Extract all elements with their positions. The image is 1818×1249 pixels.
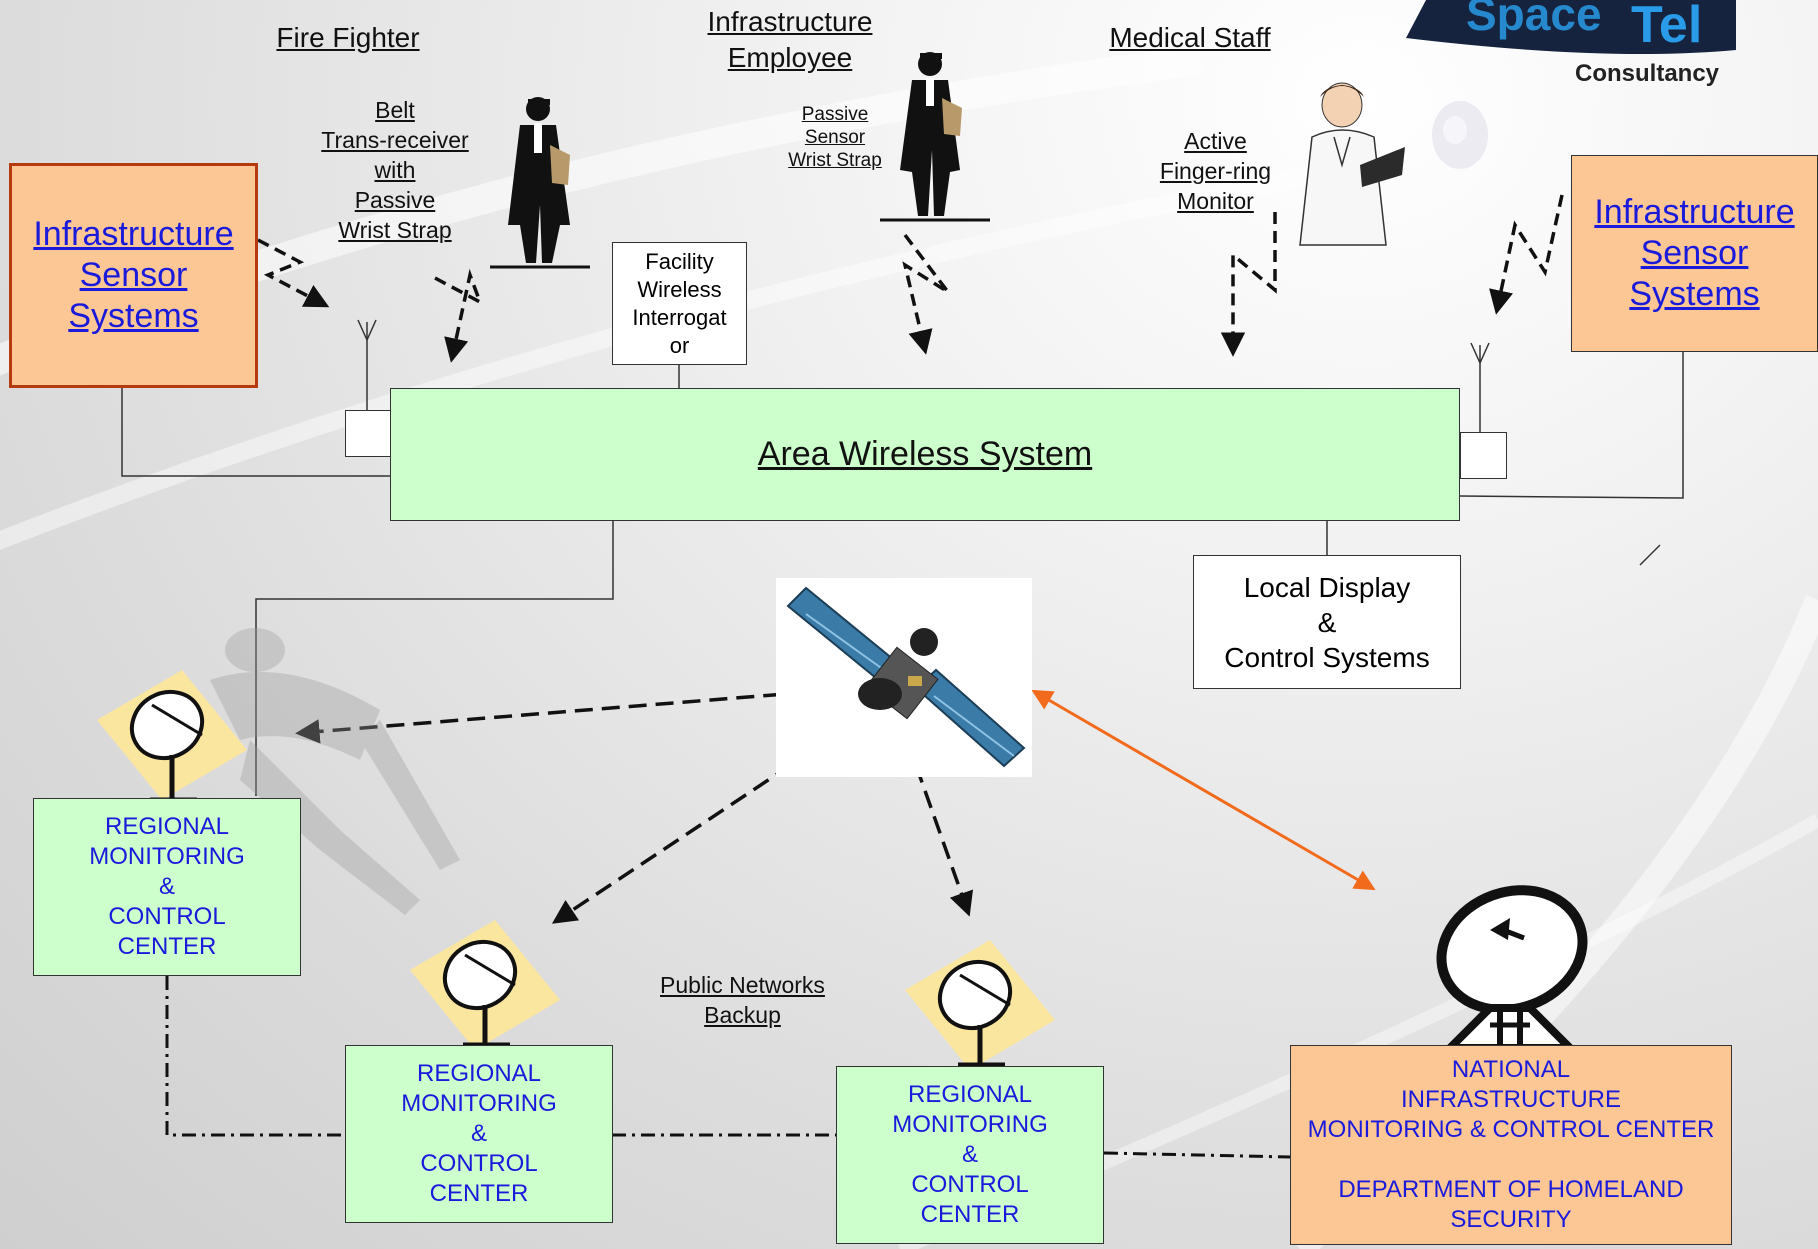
satellite-dish-icon-region-1 bbox=[97, 670, 247, 803]
radar-dish-icon bbox=[1436, 885, 1588, 1050]
port-box-right bbox=[1460, 432, 1507, 479]
wireless-link-left-sensor bbox=[257, 238, 330, 308]
doctor-figure-icon bbox=[1299, 82, 1405, 246]
wireless-link-employee bbox=[902, 233, 950, 355]
sensor-right-line-2[interactable]: Sensor bbox=[1640, 234, 1749, 272]
device-belt-line: Trans-receiver bbox=[321, 127, 469, 153]
backbone-link-1 bbox=[165, 976, 345, 1137]
device-passive-line: Wrist Strap bbox=[788, 150, 882, 171]
device-active-line: Active bbox=[1184, 128, 1247, 154]
sat-link-national bbox=[1031, 689, 1376, 891]
national-monitoring-center: NATIONAL INFRASTRUCTURE MONITORING & CON… bbox=[1290, 1045, 1732, 1245]
device-passive-line: Sensor bbox=[804, 127, 866, 148]
regional-center-2: REGIONAL MONITORING & CONTROL CENTER bbox=[345, 1045, 613, 1223]
device-label-active: Active Finger-ring Monitor bbox=[1148, 126, 1283, 216]
satellite-icon bbox=[786, 586, 1026, 768]
wireless-link-medical bbox=[1220, 212, 1277, 357]
infrastructure-sensor-left[interactable]: Infrastructure Sensor Systems bbox=[9, 163, 258, 388]
device-belt-line: Belt bbox=[375, 97, 415, 123]
local-display-control-systems: Local Display & Control Systems bbox=[1193, 555, 1461, 689]
port-box-left bbox=[345, 410, 392, 457]
role-medical-staff: Medical Staff bbox=[1109, 22, 1271, 53]
wireless-link-right-sensor bbox=[1489, 194, 1564, 315]
person-figure-icon-firefighter bbox=[490, 97, 590, 269]
device-belt-line: Wrist Strap bbox=[338, 217, 452, 243]
device-active-line: Finger-ring bbox=[1159, 158, 1272, 184]
svg-text:Space: Space bbox=[1466, 0, 1602, 40]
antenna-icon-right bbox=[1470, 342, 1490, 432]
satellite-panel bbox=[776, 578, 1032, 777]
role-fire-fighter: Fire Fighter bbox=[276, 22, 420, 53]
sensor-left-line-1[interactable]: Infrastructure bbox=[33, 215, 234, 253]
role-infra-line-2: Employee bbox=[727, 42, 853, 73]
regional-center-1: REGIONAL MONITORING & CONTROL CENTER bbox=[33, 798, 301, 976]
public-networks-line: Public Networks bbox=[660, 972, 825, 998]
satellite-dish-icon-region-2 bbox=[410, 920, 560, 1050]
backbone-link-3 bbox=[1103, 1151, 1291, 1159]
device-active-line: Monitor bbox=[1177, 188, 1254, 214]
sensor-left-line-2[interactable]: Sensor bbox=[79, 256, 188, 294]
device-passive-line: Passive bbox=[801, 104, 869, 125]
antenna-icon-left bbox=[357, 319, 377, 410]
regional-center-3: REGIONAL MONITORING & CONTROL CENTER bbox=[836, 1066, 1104, 1244]
area-wireless-label: Area Wireless System bbox=[757, 435, 1093, 473]
brand-tagline: Consultancy bbox=[1575, 60, 1720, 87]
device-label-passive: Passive Sensor Wrist Strap bbox=[770, 103, 900, 172]
satellite-dish-icon-region-3 bbox=[905, 940, 1055, 1070]
device-belt-line: with bbox=[374, 157, 416, 183]
person-figure-icon-employee bbox=[880, 52, 990, 222]
runner-silhouette-icon bbox=[210, 628, 460, 915]
brand-logo: Space Tel bbox=[1406, 0, 1736, 67]
device-label-belt: Belt Trans-receiver with Passive Wrist S… bbox=[300, 95, 490, 245]
role-infrastructure-employee: Infrastructure Employee bbox=[680, 4, 900, 76]
role-infra-line-1: Infrastructure bbox=[707, 6, 873, 37]
sensor-left-line-3[interactable]: Systems bbox=[68, 297, 199, 335]
wireless-link-firefighter bbox=[434, 268, 484, 363]
public-networks-line: Backup bbox=[704, 1002, 781, 1028]
brand-partial-text: Tel bbox=[1631, 0, 1702, 54]
device-belt-line: Passive bbox=[354, 187, 436, 213]
sensor-right-line-1[interactable]: Infrastructure bbox=[1594, 193, 1795, 231]
area-wireless-system: Area Wireless System bbox=[390, 388, 1460, 521]
sensor-right-line-3[interactable]: Systems bbox=[1629, 275, 1760, 313]
infrastructure-sensor-right[interactable]: Infrastructure Sensor Systems bbox=[1571, 155, 1818, 352]
facility-wireless-interrogator: Facility Wireless Interrogat or bbox=[612, 242, 747, 365]
sat-link-region-1 bbox=[295, 679, 840, 744]
public-networks-label: Public Networks Backup bbox=[645, 970, 840, 1030]
